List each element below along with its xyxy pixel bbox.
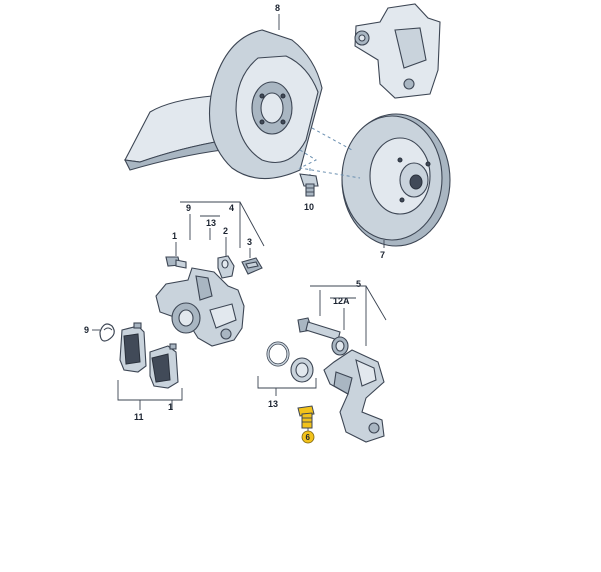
label-6: 6	[306, 433, 311, 442]
label-7: 7	[380, 250, 385, 260]
guide-bolt-part-1	[165, 256, 187, 269]
bleed-valve-part-3	[241, 257, 263, 275]
label-9-left: 9	[84, 325, 89, 335]
highlight-marker-6	[301, 430, 315, 444]
caliper-carrier-part-5	[323, 349, 385, 443]
label-12a: 12A	[333, 296, 350, 306]
bolt-part-10	[299, 173, 319, 197]
label-8: 8	[275, 3, 280, 13]
guide-pin-bolt	[297, 317, 341, 341]
label-2: 2	[223, 226, 228, 236]
label-5: 5	[356, 279, 361, 289]
label-1-lower: 1	[168, 402, 173, 412]
label-3: 3	[247, 237, 252, 247]
guide-sleeve-part-12a	[331, 336, 349, 356]
bleed-cap-part-2	[217, 255, 235, 279]
brake-pads-part-11	[119, 322, 179, 389]
backing-plate-part-8	[124, 29, 323, 180]
label-13-top: 13	[206, 218, 216, 228]
caliper-housing	[155, 267, 245, 347]
label-10: 10	[304, 202, 314, 212]
seal-rings-part-13	[266, 341, 314, 383]
label-1-upper: 1	[172, 231, 177, 241]
label-13-lower: 13	[268, 399, 278, 409]
label-9-top: 9	[186, 203, 191, 213]
label-11: 11	[134, 412, 144, 422]
brake-disc-part-7	[341, 113, 451, 247]
pad-spring-part-9	[99, 323, 115, 342]
caliper-assembly-ghost	[354, 3, 441, 99]
carrier-bolt-part-6	[297, 405, 315, 429]
label-4: 4	[229, 203, 234, 213]
